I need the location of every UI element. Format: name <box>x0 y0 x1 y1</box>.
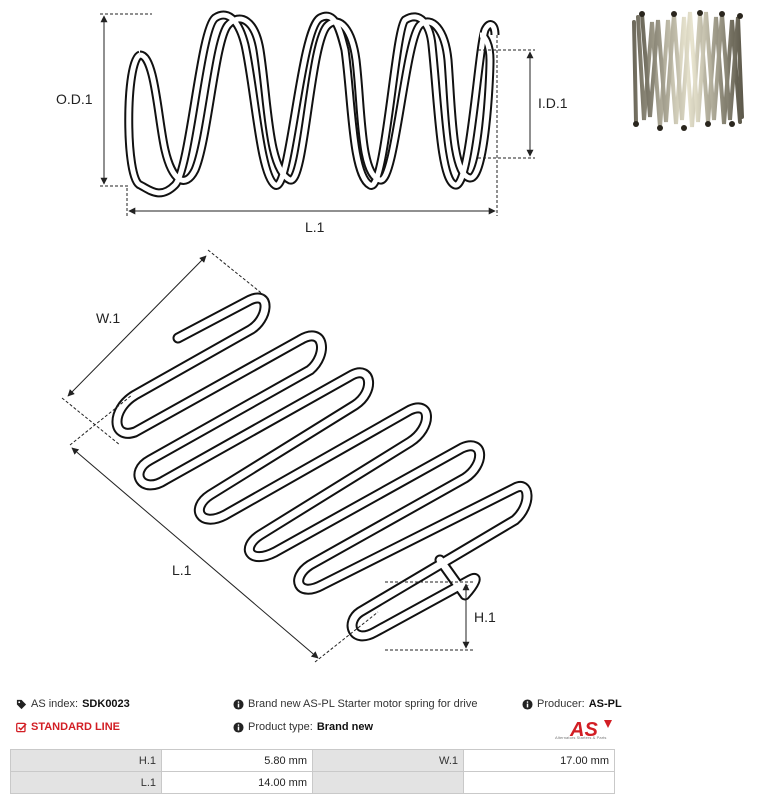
technical-drawing: O.D.1 I.D.1 L.1 W.1 L.1 H.1 <box>56 10 568 663</box>
length-label-top: L.1 <box>305 219 325 235</box>
width-label: W.1 <box>96 310 120 326</box>
length-label-side: L.1 <box>172 562 192 578</box>
dimension-lines-top <box>100 13 535 216</box>
producer-value: AS-PL <box>588 698 622 710</box>
param-key: L.1 <box>10 771 162 794</box>
producer-label: Producer: <box>537 698 585 710</box>
table-row: L.1 14.00 mm <box>10 771 615 794</box>
param-value: 5.80 mm <box>161 749 313 772</box>
producer-row: Producer: AS-PL <box>522 698 622 710</box>
param-key: H.1 <box>10 749 162 772</box>
product-type-label: Product type: <box>248 721 313 733</box>
od-label: O.D.1 <box>56 91 93 107</box>
as-index-label: AS index: <box>31 698 79 710</box>
parameters-table: H.1 5.80 mm W.1 17.00 mm L.1 14.00 mm <box>10 749 615 794</box>
product-type-value: Brand new <box>316 721 374 733</box>
tags-icon <box>16 699 27 709</box>
standard-line-row: STANDARD LINE <box>16 721 120 733</box>
info-icon <box>522 698 533 710</box>
param-key: W.1 <box>312 749 464 772</box>
spring-photo-image <box>632 10 744 131</box>
product-type-row: Product type: Brand new <box>233 721 373 733</box>
as-index-value: SDK0023 <box>82 698 130 710</box>
description-row: Brand new AS-PL Starter motor spring for… <box>233 698 477 710</box>
param-key <box>312 771 464 794</box>
height-label: H.1 <box>474 609 496 625</box>
spring-side-view <box>124 10 500 198</box>
svg-text:AS: AS <box>569 719 598 741</box>
spring-isometric-view <box>111 292 533 642</box>
as-index-row: AS index: SDK0023 <box>16 698 130 710</box>
param-value: 17.00 mm <box>463 749 615 772</box>
checkbox-checked-icon <box>16 722 27 732</box>
info-icon <box>233 721 244 733</box>
id-label: I.D.1 <box>538 95 568 111</box>
standard-line-label: STANDARD LINE <box>31 721 121 733</box>
as-pl-logo: AS <box>569 719 612 741</box>
param-value: 14.00 mm <box>161 771 313 794</box>
dimension-lines-iso <box>61 249 473 663</box>
info-icon <box>233 698 244 710</box>
table-row: H.1 5.80 mm W.1 17.00 mm <box>10 749 615 772</box>
param-value <box>463 771 615 794</box>
logo-subtitle: Alternators Starters & Parts <box>555 735 607 740</box>
description-text: Brand new AS-PL Starter motor spring for… <box>248 698 478 710</box>
